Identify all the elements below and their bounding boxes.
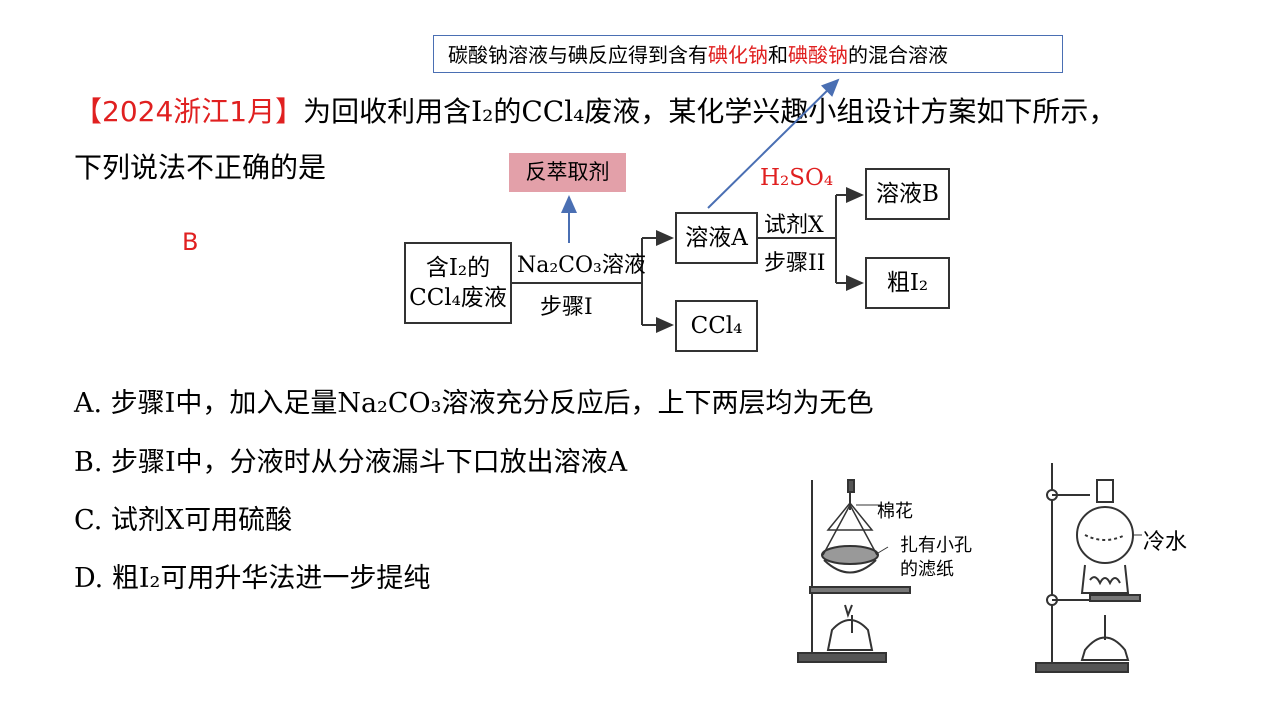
back-extraction-label: 反萃取剂 (509, 153, 626, 192)
reagent1-label: Na₂CO₃溶液 (517, 253, 646, 278)
crude-i2-box: 粗I₂ (865, 257, 950, 309)
question-stem-line2: 下列说法不正确的是 (74, 151, 327, 184)
start-box-line1: 含I₂的 (425, 255, 491, 281)
option-b: B. 步骤I中，分液时从分液漏斗下口放出溶液A (74, 447, 628, 478)
cotton-label: 棉花 (877, 501, 913, 522)
start-box: 含I₂的 CCl₄废液 (404, 242, 512, 324)
sublimation-apparatus-illustration (797, 463, 1142, 673)
callout-text-3: 的混合溶液 (848, 43, 948, 67)
step1-label: 步骤I (540, 295, 593, 320)
cold-water-label: 冷水 (1143, 530, 1188, 555)
option-a: A. 步骤I中，加入足量Na₂CO₃溶液充分反应后，上下两层均为无色 (74, 388, 874, 419)
solution-b-box: 溶液B (865, 168, 950, 220)
start-box-line2: CCl₄废液 (409, 285, 507, 311)
filter-paper-label-2: 的滤纸 (900, 559, 954, 580)
callout-text-2: 和 (768, 43, 788, 67)
reagent-x-label: 试剂X (764, 213, 824, 238)
callout-highlight-1: 碘化钠 (708, 43, 768, 67)
acid-label: H₂SO₄ (760, 165, 834, 191)
question-text-line1: 为回收利用含I₂的CCl₄废液，某化学兴趣小组设计方案如下所示， (303, 95, 1117, 128)
step2-label: 步骤II (764, 251, 826, 276)
question-stem-line1: 【2024浙江1月】为回收利用含I₂的CCl₄废液，某化学兴趣小组设计方案如下所… (74, 95, 1116, 129)
ccl4-box: CCl₄ (675, 300, 758, 352)
solution-a-box: 溶液A (675, 212, 758, 264)
callout-text-1: 碳酸钠溶液与碘反应得到含有 (448, 43, 708, 67)
option-c: C. 试剂X可用硫酸 (74, 505, 293, 536)
option-d: D. 粗I₂可用升华法进一步提纯 (74, 563, 431, 594)
answer-mark: B (182, 228, 199, 256)
callout-highlight-2: 碘酸钠 (788, 43, 848, 67)
source-tag: 【2024浙江1月】 (74, 95, 304, 128)
filter-paper-label-1: 扎有小孔 (900, 535, 972, 556)
callout-box: 碳酸钠溶液与碘反应得到含有碘化钠和碘酸钠的混合溶液 (433, 35, 1063, 73)
